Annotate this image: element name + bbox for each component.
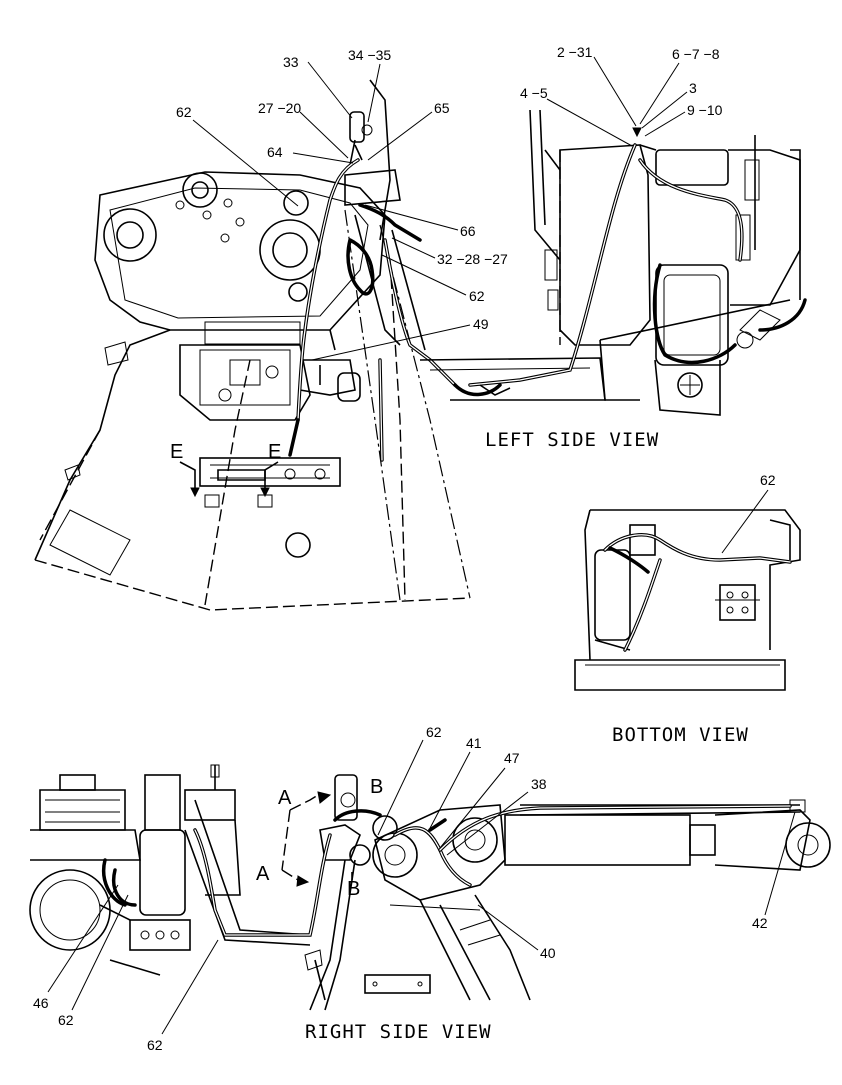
section-labels: E E A A B B: [170, 441, 383, 900]
callout-62-right-c: 62: [147, 1037, 163, 1053]
callout-38: 38: [531, 776, 547, 792]
left-side-engine-drawing: [419, 109, 801, 416]
bottom-view-drawing: [574, 509, 801, 691]
callout-6-7-8: 6 −7 −8: [672, 46, 720, 62]
callout-40: 40: [540, 945, 556, 961]
view-title-bottom: BOTTOM VIEW: [612, 724, 749, 746]
callout-34-35: 34 −35: [348, 47, 391, 63]
callout-9-10: 9 −10: [687, 102, 723, 118]
callout-32-28-27: 32 −28 −27: [437, 251, 508, 267]
right-side-lines: [102, 804, 792, 937]
callout-27-20: 27 −20: [258, 100, 301, 116]
callout-49: 49: [473, 316, 489, 332]
callout-62-top: 62: [176, 104, 192, 120]
callout-41: 41: [466, 735, 482, 751]
callout-62-mid: 62: [469, 288, 485, 304]
view-title-left-side: LEFT SIDE VIEW: [485, 429, 659, 451]
callout-46: 46: [33, 995, 49, 1011]
right-side-drawing: [29, 764, 831, 1011]
callout-66: 66: [460, 223, 476, 239]
callout-2-31: 2 −31: [557, 44, 593, 60]
callout-65: 65: [434, 100, 450, 116]
callout-42: 42: [752, 915, 768, 931]
callouts: 33 34 −35 27 −20 62 65 64 66 32 −28 −27 …: [33, 44, 796, 1053]
section-label-a-bottom: A: [256, 863, 270, 885]
callout-47: 47: [504, 750, 520, 766]
callout-62-right-b: 62: [58, 1012, 74, 1028]
view-title-right-side: RIGHT SIDE VIEW: [305, 1021, 492, 1043]
callout-62-bottom-view: 62: [760, 472, 776, 488]
left-side-frame-drawing: [34, 79, 471, 611]
section-label-b-top: B: [370, 776, 383, 798]
callout-3: 3: [689, 80, 697, 96]
callout-4-5: 4 −5: [520, 85, 548, 101]
bottom-view-lines: [603, 533, 792, 652]
section-label-e-right: E: [268, 441, 281, 463]
view-titles: LEFT SIDE VIEW BOTTOM VIEW RIGHT SIDE VI…: [305, 429, 749, 1043]
section-label-a-top: A: [278, 787, 292, 809]
section-label-e-left: E: [170, 441, 183, 463]
left-side-engine-lines: [453, 143, 807, 397]
callout-62-right-a: 62: [426, 724, 442, 740]
callout-64: 64: [267, 144, 283, 160]
left-side-hydraulic-lines: [288, 158, 457, 462]
callout-33: 33: [283, 54, 299, 70]
section-label-b-bottom: B: [347, 878, 360, 900]
